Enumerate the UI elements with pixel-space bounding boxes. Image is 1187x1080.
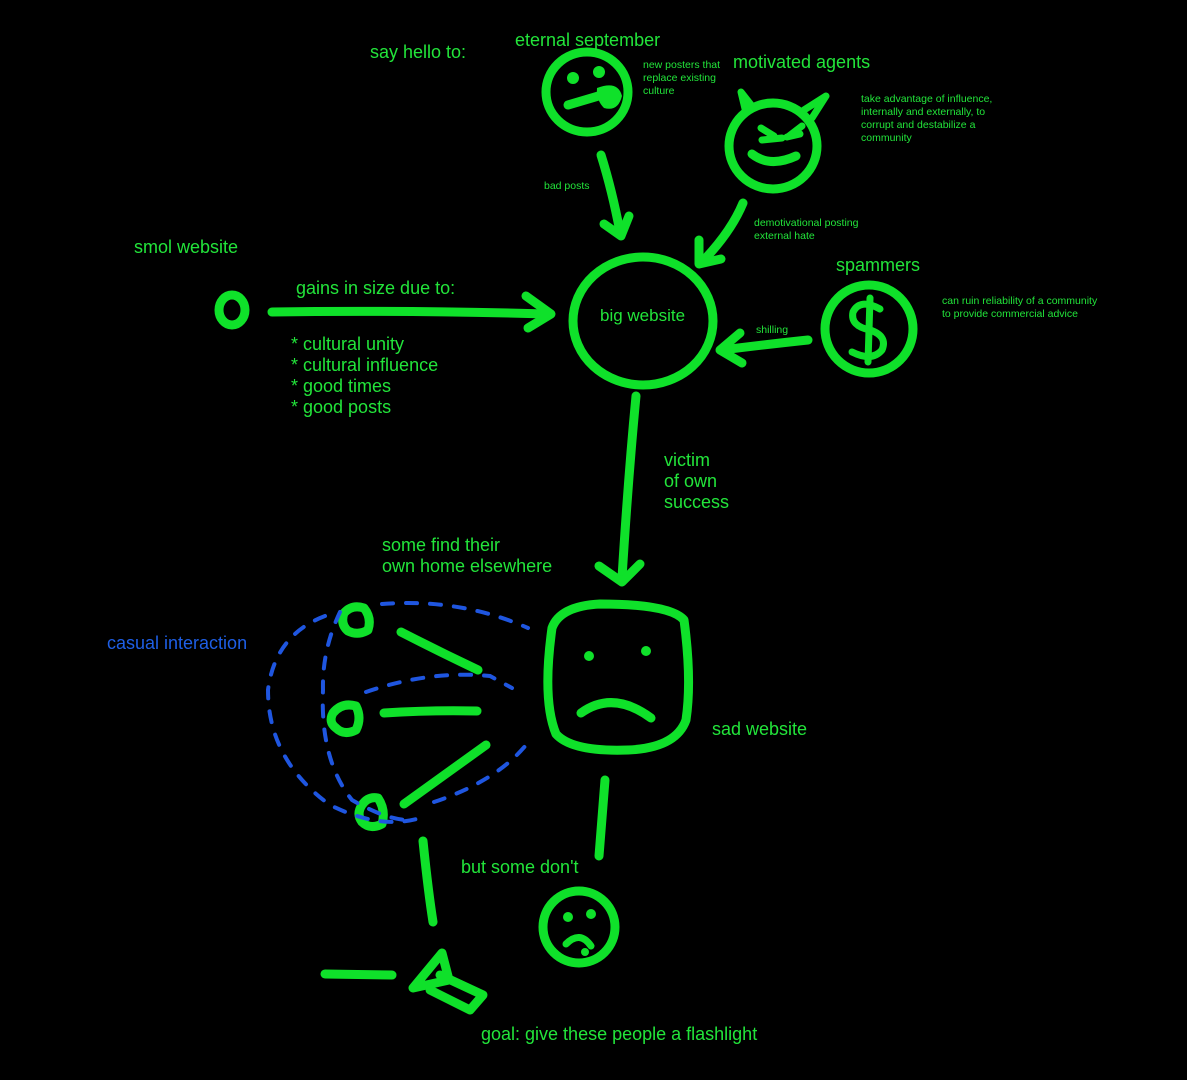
eternal-september-desc-1: new posters that bbox=[643, 59, 720, 71]
demotivational-label-2: external hate bbox=[754, 230, 815, 242]
link-3 bbox=[399, 740, 491, 809]
big-website-label: big website bbox=[600, 306, 685, 325]
tongue-face-icon bbox=[541, 47, 633, 137]
bad-posts-label: bad posts bbox=[544, 180, 590, 192]
bad-posts-arrow bbox=[596, 150, 634, 241]
goal-label: goal: give these people a flashlight bbox=[481, 1024, 757, 1044]
path-to-goal bbox=[418, 836, 438, 927]
some-find-label-2: own home elsewhere bbox=[382, 556, 552, 576]
shilling-label: shilling bbox=[756, 324, 788, 336]
small-site-2 bbox=[326, 700, 364, 738]
reason-1: * cultural unity bbox=[291, 334, 404, 354]
victim-label-1: victim bbox=[664, 450, 710, 470]
link-2 bbox=[379, 706, 482, 718]
sad-small-face-icon bbox=[538, 886, 620, 968]
smol-website-label: smol website bbox=[134, 237, 238, 257]
sad-website-label: sad website bbox=[712, 719, 807, 739]
motivated-agents-desc-3: corrupt and destabilize a bbox=[861, 119, 976, 131]
motivated-agents-label: motivated agents bbox=[733, 52, 870, 72]
casual-interaction-label: casual interaction bbox=[107, 633, 247, 653]
growth-arrow bbox=[267, 291, 556, 333]
eternal-september-desc-3: culture bbox=[643, 85, 675, 97]
devil-face-icon bbox=[724, 88, 830, 194]
eternal-september-desc-2: replace existing bbox=[643, 72, 716, 84]
spammers-label: spammers bbox=[836, 255, 920, 275]
spammers-desc-1: can ruin reliability of a community bbox=[942, 295, 1098, 307]
demotivation-arrow bbox=[694, 198, 748, 269]
some-find-label-1: some find their bbox=[382, 535, 500, 555]
sad-face-icon bbox=[543, 599, 694, 755]
motivated-agents-desc-1: take advantage of influence, bbox=[861, 93, 992, 105]
shilling-arrow bbox=[715, 328, 813, 368]
big-circle-icon bbox=[568, 252, 718, 390]
but-some-dont-label: but some don't bbox=[461, 857, 579, 877]
reason-2: * cultural influence bbox=[291, 355, 438, 375]
motivated-agents-desc-2: internally and externally, to bbox=[861, 106, 985, 118]
victim-label-2: of own bbox=[664, 471, 717, 491]
gains-label: gains in size due to: bbox=[296, 278, 455, 298]
link-1 bbox=[396, 627, 483, 675]
reason-3: * good times bbox=[291, 376, 391, 396]
flashlight-icon bbox=[320, 948, 488, 1015]
eternal-september-label: eternal september bbox=[515, 30, 660, 50]
say-hello-label: say hello to: bbox=[370, 42, 466, 62]
victim-label-3: success bbox=[664, 492, 729, 512]
reason-4: * good posts bbox=[291, 397, 391, 417]
casual-interaction-rings bbox=[265, 601, 532, 824]
motivated-agents-desc-4: community bbox=[861, 132, 913, 144]
small-circle-icon bbox=[214, 290, 250, 330]
dollar-coin-icon bbox=[820, 280, 918, 378]
spammers-desc-2: to provide commercial advice bbox=[942, 308, 1078, 320]
drift-line bbox=[594, 775, 610, 861]
demotivational-label-1: demotivational posting bbox=[754, 217, 859, 229]
small-site-1 bbox=[338, 602, 374, 638]
decline-arrow bbox=[594, 391, 645, 587]
